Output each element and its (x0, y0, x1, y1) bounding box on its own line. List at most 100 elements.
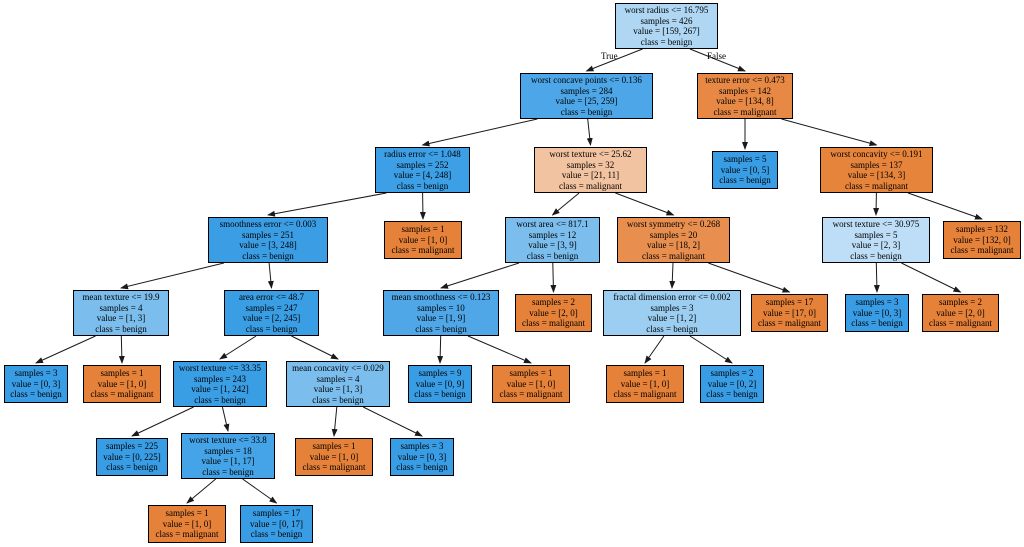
tree-edge (267, 262, 274, 289)
node-text-line: worst concavity <= 0.191 (830, 149, 923, 159)
tree-edge (362, 406, 423, 437)
node-text-line: samples = 1 (165, 508, 209, 519)
node-text-line: class = benign (250, 529, 303, 540)
node-text-line: samples = 10 (417, 302, 465, 313)
node-text-line: samples = 1 (623, 368, 667, 379)
node-text-line: value = [159, 267] (633, 26, 700, 36)
node-text-line: class = benign (526, 250, 579, 261)
node-text-line: value = [1, 0] (162, 518, 212, 529)
node-text-line: value = [4, 248] (393, 170, 452, 180)
node-text-line: mean smoothness <= 0.123 (391, 292, 491, 302)
node-text-line: value = [1, 0] (398, 234, 448, 245)
node-text-line: value = [1, 0] (620, 378, 670, 389)
node-text-line: samples = 17 (765, 297, 814, 308)
node-text-line: value = [2, 0] (936, 307, 985, 318)
node-text-line: samples = 12 (528, 229, 577, 240)
node-text-line: value = [0, 225] (103, 451, 161, 462)
tree-edge (669, 262, 676, 289)
node-text-line: class = malignant (928, 318, 993, 329)
node-text-line: class = benign (719, 175, 771, 186)
node-text-line: samples = 1 (100, 368, 144, 379)
node-text-line: radius error <= 1.048 (384, 149, 461, 159)
node-text-line: value = [25, 259] (555, 96, 618, 106)
node-text-line: value = [1, 0] (309, 451, 359, 462)
tree-edge (221, 406, 230, 432)
node-text-line: samples = 32 (566, 159, 615, 170)
node-text-line: samples = 3 (855, 297, 899, 308)
node-text-line: samples = 3 (650, 302, 694, 313)
node-text-line: samples = 225 (105, 441, 159, 452)
node-text-line: class = benign (106, 462, 158, 473)
node-text-line: value = [132, 0] (953, 234, 1011, 245)
tree-edge (331, 406, 338, 437)
node-text-line: class = benign (560, 106, 613, 117)
node-text-line: samples = 3 (14, 368, 58, 379)
node-text-line: samples = 243 (193, 373, 247, 384)
node-text-line: class = benign (850, 250, 902, 261)
node-text-line: samples = 142 (718, 85, 772, 96)
tree-edge (586, 118, 593, 146)
node-text-line: value = [2, 245] (242, 313, 301, 323)
node-text-line: value = [17, 0] (762, 307, 817, 318)
node-text-line: worst radius <= 16.795 (624, 5, 709, 15)
node-text-line: class = benign (396, 180, 449, 191)
node-text-line: class = benign (646, 323, 698, 334)
node-text-line: value = [0, 3] (852, 307, 902, 318)
edge-label-false: False (707, 51, 726, 61)
node-text-line: class = malignant (713, 106, 777, 117)
node-text-line: mean concavity <= 0.029 (292, 363, 384, 373)
node-text-line: value = [2, 0] (529, 307, 578, 318)
node-text-line: class = malignant (641, 250, 706, 261)
tree-edge (440, 262, 520, 289)
node-text-line: value = [0, 17] (249, 518, 304, 529)
node-text-line: class = benign (706, 389, 758, 400)
node-text-line: class = malignant (558, 180, 623, 191)
node-text-line: area error <= 48.7 (238, 292, 305, 302)
tree-edge (131, 406, 194, 437)
tree-edge (873, 262, 880, 293)
node-text-line: value = [1, 3] (96, 313, 146, 323)
node-text-line: samples = 137 (850, 159, 903, 170)
node-text-line: class = benign (194, 394, 246, 405)
node-text-line: samples = 9 (418, 368, 462, 379)
tree-edge (550, 262, 557, 293)
node-text-line: samples = 251 (241, 229, 295, 240)
node-text-line: value = [1, 17] (201, 456, 255, 466)
node-text-line: worst concave points <= 0.136 (531, 75, 642, 85)
tree-edge (644, 335, 665, 364)
node-text-line: class = malignant (391, 245, 455, 256)
node-text-line: samples = 2 (531, 297, 576, 308)
node-text-line: samples = 284 (560, 85, 613, 96)
node-text-line: smoothness error <= 0.003 (219, 219, 317, 229)
node-text-line: class = benign (202, 466, 254, 477)
node-text-line: class = benign (242, 250, 294, 261)
node-text-line: class = benign (415, 323, 467, 334)
node-text-line: samples = 252 (396, 159, 449, 170)
node-text-line: value = [1, 9] (416, 313, 466, 323)
node-text-line: samples = 426 (640, 15, 693, 26)
node-text-line: samples = 5 (723, 154, 767, 165)
tree-edge (551, 192, 580, 216)
node-text-line: value = [1, 0] (97, 378, 147, 389)
node-text-line: class = benign (414, 389, 466, 400)
